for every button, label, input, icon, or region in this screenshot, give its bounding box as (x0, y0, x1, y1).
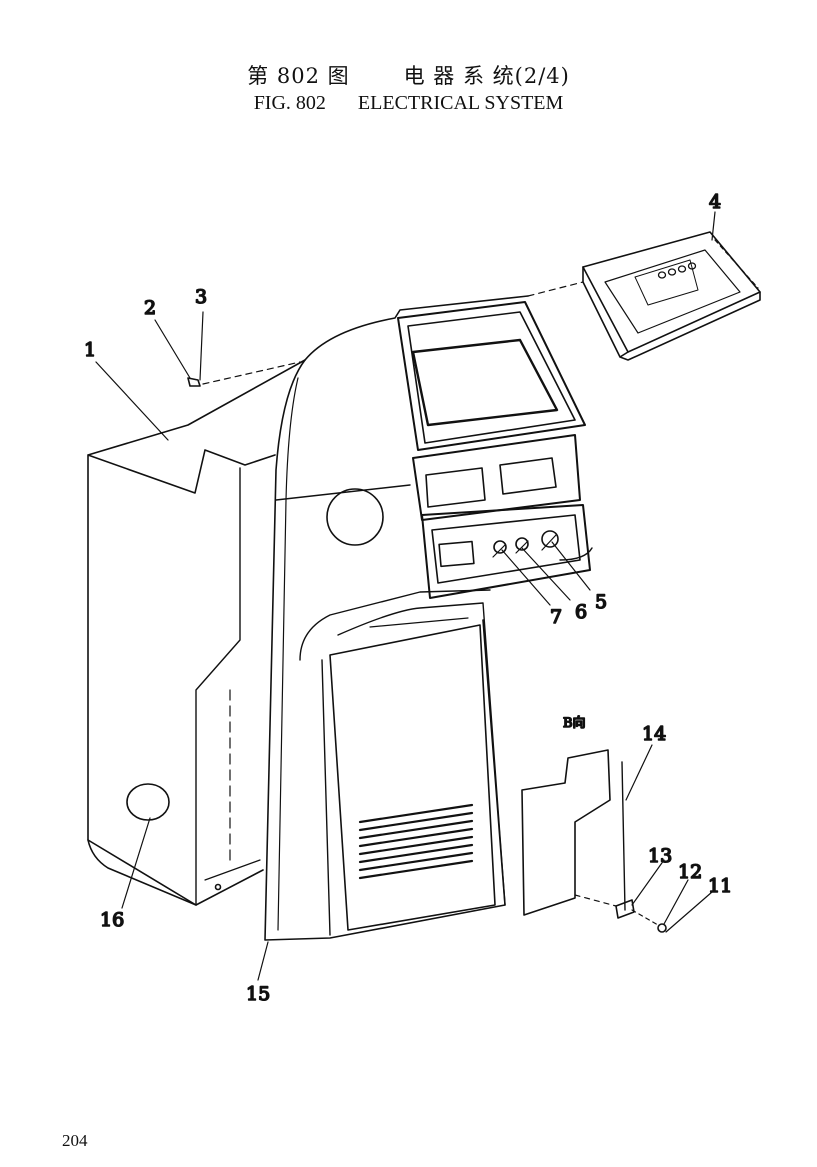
view-b-bracket-assembly (521, 749, 667, 933)
callout-15: 15 (246, 983, 270, 1005)
callout-11: 11 (708, 875, 732, 897)
part-15-console-housing (264, 295, 529, 941)
system-title-chinese: 电 器 系 统(2/4) (403, 64, 570, 88)
part-1-side-cover (87, 359, 306, 906)
system-title-english: ELECTRICAL SYSTEM (357, 92, 564, 114)
callout-14: 14 (642, 723, 666, 745)
leader-lines (95, 211, 759, 981)
part-6-switch (515, 537, 529, 551)
figure-title-english: FIG. 802 ELECTRICAL SYSTEM (0, 92, 817, 115)
callout-7: 7 (550, 606, 562, 628)
part-2-3-bolt-washer (187, 361, 301, 387)
figure-number-english: FIG. 802 (253, 92, 326, 114)
callout-16: 16 (100, 909, 124, 931)
part-5-key-switch (541, 530, 559, 548)
callout-13: 13 (648, 845, 672, 867)
instrument-panel (397, 301, 593, 599)
view-b-label: B向 (563, 715, 586, 731)
callout-5: 5 (595, 591, 607, 613)
callout-3: 3 (195, 286, 207, 308)
part-16-round-hole (126, 783, 170, 821)
callout-1: 1 (84, 339, 96, 361)
callout-4: 4 (709, 191, 721, 213)
callout-12: 12 (678, 861, 702, 883)
figure-number-chinese: 第 802 图 (247, 64, 350, 88)
part-7-switch (493, 540, 507, 554)
figure-title-chinese: 第 802 图 电 器 系 统(2/4) (0, 60, 817, 90)
page-number: 204 (62, 1131, 88, 1150)
callout-6: 6 (575, 601, 587, 623)
part-4-display-unit (527, 231, 761, 361)
callout-2: 2 (144, 297, 156, 319)
